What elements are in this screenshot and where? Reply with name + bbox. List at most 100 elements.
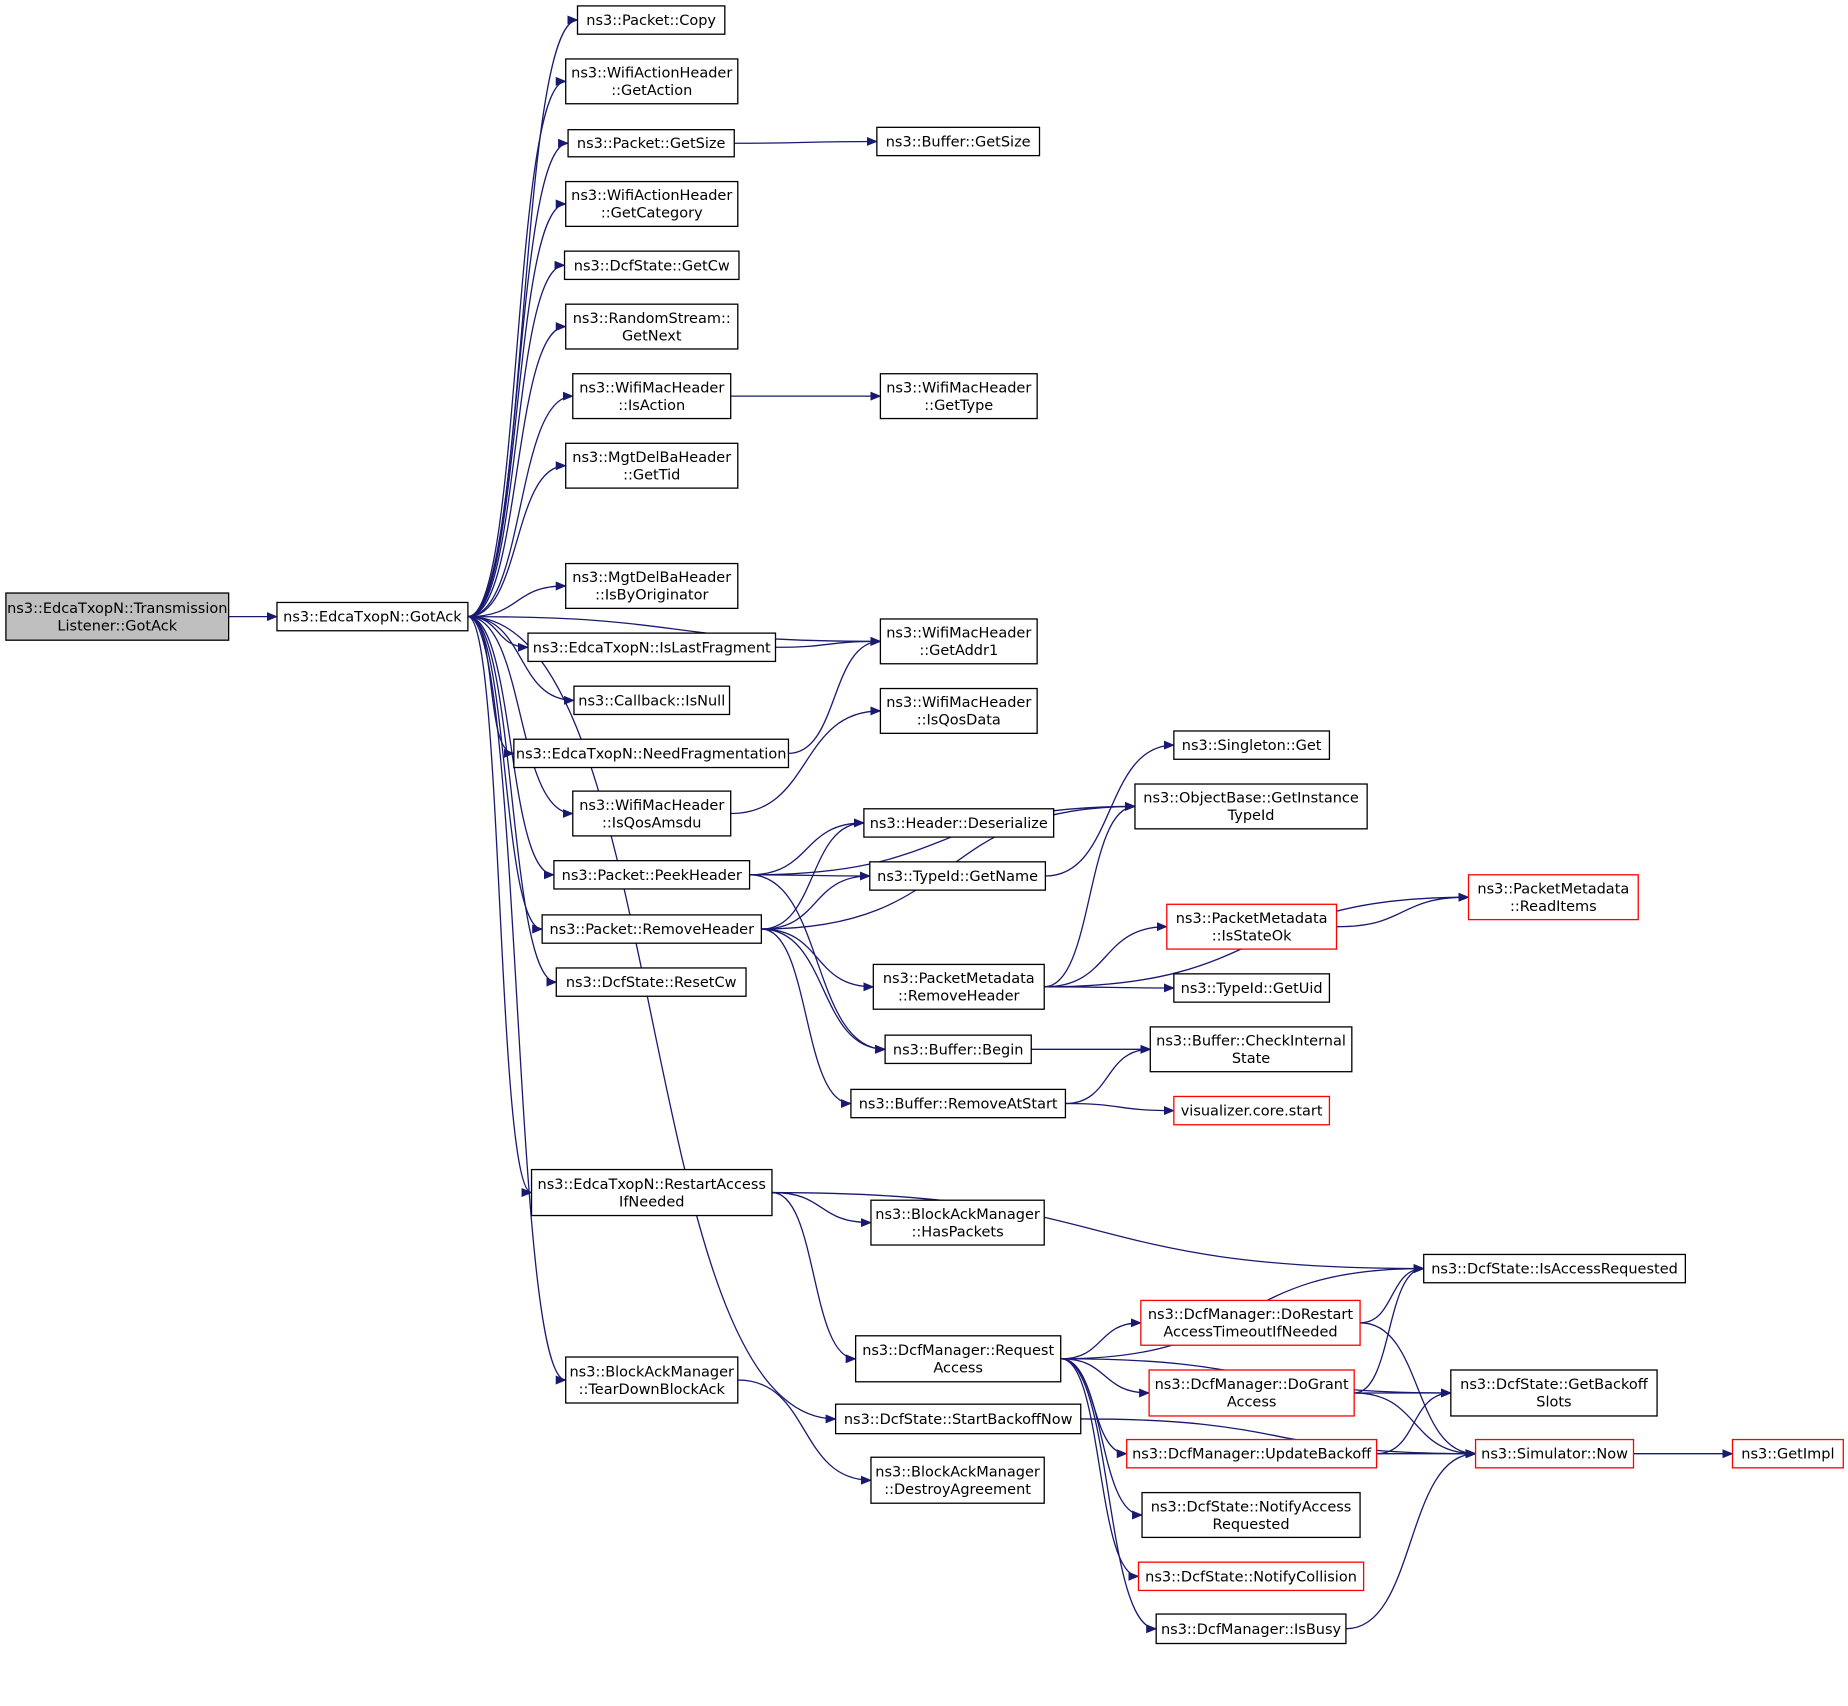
node-pkt_rmhdr[interactable]: ns3::Packet::RemoveHeader <box>541 914 763 944</box>
edge-pkt_getsize-to-buf_getsize <box>734 136 878 146</box>
node-mdb_gettid[interactable]: ns3::MgtDelBaHeader::GetTid <box>565 442 739 489</box>
node-box <box>869 861 1047 891</box>
node-viz_start[interactable]: visualizer.core.start <box>1173 1095 1331 1126</box>
node-label: ns3::DcfState::GetBackoff <box>1460 1377 1649 1393</box>
edge-edca_restart-to-dm_reqaccess <box>771 1191 857 1364</box>
node-wmh_getaddr1[interactable]: ns3::WifiMacHeader::GetAddr1 <box>879 618 1038 665</box>
node-box <box>530 1168 773 1217</box>
node-bam_teardown[interactable]: ns3::BlockAckManager::TearDownBlockAck <box>565 1356 739 1404</box>
node-rs_getnext[interactable]: ns3::RandomStream::GetNext <box>565 303 739 350</box>
edge-pkt_peekhdr-to-ob_getinst <box>749 801 1136 876</box>
node-bam_destroy[interactable]: ns3::BlockAckManager::DestroyAgreement <box>870 1456 1045 1504</box>
node-box <box>1155 1613 1347 1645</box>
node-wmh_gettype[interactable]: ns3::WifiMacHeader::GetType <box>879 373 1038 420</box>
node-pkt_copy[interactable]: ns3::Packet::Copy <box>576 5 726 35</box>
node-label: ::GetAddr1 <box>919 643 998 659</box>
node-box <box>854 1335 1062 1383</box>
node-label: ns3::Buffer::Begin <box>893 1042 1024 1058</box>
node-box <box>1137 1561 1365 1592</box>
node-pm_isstateok[interactable]: ns3::PacketMetadata::IsStateOk <box>1166 903 1338 950</box>
node-wah_getaction[interactable]: ns3::WifiActionHeader::GetAction <box>565 58 739 105</box>
node-label: ns3::DcfManager::DoGrant <box>1155 1377 1349 1393</box>
node-label: ::ReadItems <box>1510 899 1597 915</box>
node-dcf_resetcw[interactable]: ns3::DcfState::ResetCw <box>555 967 747 997</box>
node-dcf_getcw[interactable]: ns3::DcfState::GetCw <box>563 250 740 281</box>
node-tid_getuid[interactable]: ns3::TypeId::GetUid <box>1173 973 1331 1003</box>
node-wmh_isqosdata[interactable]: ns3::WifiMacHeader::IsQosData <box>879 687 1038 734</box>
node-edca_needfrag[interactable]: ns3::EdcaTxopN::NeedFragmentation <box>513 738 790 769</box>
edge-gotack-to-pkt_rmhdr <box>467 615 544 934</box>
node-label: ns3::WifiActionHeader <box>571 66 732 82</box>
node-label: Access <box>1227 1395 1277 1411</box>
node-tid_getname[interactable]: ns3::TypeId::GetName <box>869 861 1047 891</box>
node-label: ns3::Packet::Copy <box>586 13 716 29</box>
node-wmh_isaction[interactable]: ns3::WifiMacHeader::IsAction <box>572 373 732 420</box>
node-label: ns3::WifiMacHeader <box>886 626 1031 642</box>
node-label: Slots <box>1536 1395 1571 1411</box>
node-mdb_isbyorig[interactable]: ns3::MgtDelBaHeader::IsByOriginator <box>565 562 739 610</box>
node-box <box>1148 1369 1355 1417</box>
node-edca_islastfrag[interactable]: ns3::EdcaTxopN::IsLastFragment <box>527 632 777 663</box>
node-dm_dorestart[interactable]: ns3::DcfManager::DoRestartAccessTimeoutI… <box>1140 1299 1361 1346</box>
node-bam_haspkts[interactable]: ns3::BlockAckManager::HasPackets <box>870 1199 1045 1246</box>
node-label: ns3::WifiMacHeader <box>886 695 1031 711</box>
edge-gotack-to-pkt_getsize <box>467 138 570 618</box>
node-buf_getsize[interactable]: ns3::Buffer::GetSize <box>876 126 1041 157</box>
node-singleton_get[interactable]: ns3::Singleton::Get <box>1173 730 1331 760</box>
edge-dm_dorestart-to-dcf_isaccreq <box>1360 1264 1425 1324</box>
node-pm_readitems[interactable]: ns3::PacketMetadata::ReadItems <box>1467 874 1639 921</box>
node-label: ns3::TypeId::GetName <box>877 869 1038 885</box>
node-sim_now[interactable]: ns3::Simulator::Now <box>1474 1438 1635 1469</box>
edge-dcf_startbackoff-to-sim_now <box>1080 1418 1477 1459</box>
node-dm_updbackoff[interactable]: ns3::DcfManager::UpdateBackoff <box>1126 1438 1378 1469</box>
node-wmh_isqosamsdu[interactable]: ns3::WifiMacHeader::IsQosAmsdu <box>572 790 732 837</box>
node-pkt_peekhdr[interactable]: ns3::Packet::PeekHeader <box>553 860 751 890</box>
node-label: ns3::DcfState::NotifyAccess <box>1151 1499 1352 1515</box>
node-box <box>541 914 763 944</box>
node-label: ::GetAction <box>611 83 692 99</box>
node-dcf_startbackoff[interactable]: ns3::DcfState::StartBackoffNow <box>834 1403 1082 1435</box>
edge-pm_rmhdr-to-pm_isstateok <box>1044 922 1168 988</box>
node-box <box>527 632 777 663</box>
node-tl_gotack[interactable]: ns3::EdcaTxopN::TransmissionListener::Go… <box>5 592 230 641</box>
node-label: ns3::DcfState::NotifyCollision <box>1145 1569 1357 1585</box>
node-dcf_isaccreq[interactable]: ns3::DcfState::IsAccessRequested <box>1423 1253 1687 1284</box>
node-hdr_deser[interactable]: ns3::Header::Deserialize <box>863 808 1055 838</box>
node-pkt_getsize[interactable]: ns3::Packet::GetSize <box>567 129 735 158</box>
node-label: ns3::DcfManager::Request <box>862 1343 1054 1359</box>
node-box <box>567 129 735 158</box>
node-getimpl[interactable]: ns3::GetImpl <box>1731 1438 1844 1469</box>
node-box <box>879 687 1038 734</box>
node-label: TypeId <box>1227 808 1275 824</box>
node-wah_getcat[interactable]: ns3::WifiActionHeader::GetCategory <box>565 180 739 228</box>
node-buf_begin[interactable]: ns3::Buffer::Begin <box>884 1034 1032 1065</box>
node-buf_rmatstart[interactable]: ns3::Buffer::RemoveAtStart <box>850 1088 1067 1119</box>
node-box <box>573 685 731 716</box>
edge-dm_dogrant-to-sim_now <box>1354 1392 1477 1459</box>
node-cb_isnull[interactable]: ns3::Callback::IsNull <box>573 685 731 716</box>
node-box <box>1126 1438 1378 1469</box>
node-dm_isbusy[interactable]: ns3::DcfManager::IsBusy <box>1155 1613 1347 1645</box>
node-pm_rmhdr[interactable]: ns3::PacketMetadata::RemoveHeader <box>872 963 1045 1010</box>
node-label: ::IsStateOk <box>1212 928 1292 944</box>
node-label: ns3::WifiMacHeader <box>886 380 1031 396</box>
edge-gotack-to-pkt_peekhdr <box>467 615 555 880</box>
edge-gotack-to-wmh_isqosamsdu <box>467 615 574 818</box>
edge-pkt_peekhdr-to-buf_begin <box>749 874 887 1054</box>
node-label: ns3::Packet::GetSize <box>577 136 726 152</box>
node-box <box>565 180 739 228</box>
node-label: Access <box>933 1361 983 1377</box>
node-gotack[interactable]: ns3::EdcaTxopN::GotAck <box>276 601 469 632</box>
edge-edca_restart-to-bam_haspkts <box>771 1191 872 1228</box>
node-dcf_notifycoll[interactable]: ns3::DcfState::NotifyCollision <box>1137 1561 1365 1592</box>
node-label: ns3::DcfManager::UpdateBackoff <box>1132 1447 1372 1463</box>
node-label: ns3::WifiMacHeader <box>579 798 724 814</box>
node-label: ns3::DcfManager::DoRestart <box>1148 1307 1354 1323</box>
